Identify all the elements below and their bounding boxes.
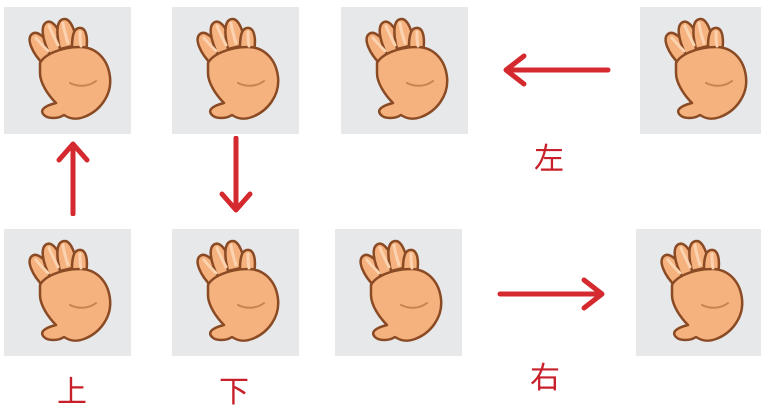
label-right: 右 (530, 361, 560, 396)
hand-tile (4, 229, 131, 356)
hand-icon (365, 17, 449, 121)
hand-tile (341, 7, 468, 134)
right-arrow-icon (497, 277, 605, 311)
hand-icon (359, 239, 443, 343)
label-down: 下 (219, 375, 249, 410)
hand-tile (640, 7, 761, 134)
hand-tile (172, 229, 299, 356)
hand-icon (28, 239, 112, 343)
hand-icon (664, 17, 748, 121)
label-left: 左 (534, 142, 564, 177)
hand-icon (196, 239, 280, 343)
label-up: 上 (57, 375, 87, 410)
hand-tile (636, 229, 761, 356)
hand-tile (335, 229, 462, 356)
down-arrow-icon (219, 136, 253, 213)
hand-tile (172, 7, 299, 134)
hand-icon (28, 17, 112, 121)
hand-icon (196, 17, 280, 121)
hand-icon (660, 239, 744, 343)
hand-tile (4, 7, 131, 134)
left-arrow-icon (503, 53, 611, 87)
up-arrow-icon (56, 141, 90, 216)
